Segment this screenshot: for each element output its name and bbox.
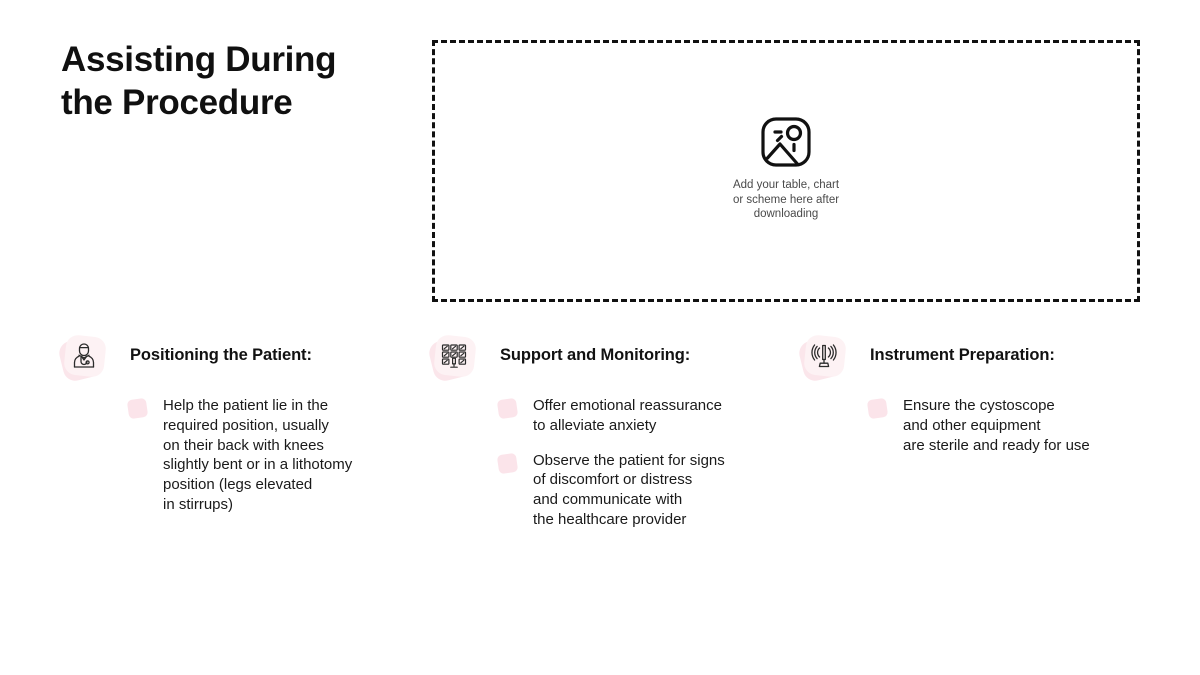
chart-placeholder-frame[interactable]: Add your table, chart or scheme here aft… [432, 40, 1140, 302]
list-item-text: Ensure the cystoscope and other equipmen… [903, 397, 1090, 454]
column-header: Positioning the Patient: [56, 334, 438, 384]
list-item: Offer emotional reassurance to alleviate… [496, 396, 808, 436]
list-item: Observe the patient for signs of discomf… [496, 451, 808, 530]
instrument-icon [796, 334, 848, 384]
list-item: Ensure the cystoscope and other equipmen… [866, 396, 1178, 455]
list-item: Help the patient lie in the required pos… [126, 396, 438, 515]
column-header: Instrument Preparation: [796, 334, 1178, 384]
page-title: Assisting During the Procedure [61, 40, 337, 123]
list-item-text: Offer emotional reassurance to alleviate… [533, 397, 722, 434]
column-title: Instrument Preparation: [870, 346, 1055, 364]
bullet-marker-icon [496, 452, 519, 474]
placeholder-caption: Add your table, chart or scheme here aft… [732, 179, 840, 221]
column-header: Support and Monitoring: [426, 334, 808, 384]
bullet-marker-icon [866, 397, 889, 420]
bullet-marker-icon [126, 397, 149, 420]
content-columns: Positioning the Patient: Help the patien… [0, 334, 1200, 574]
column-instrument-preparation: Instrument Preparation: Ensure the cysto… [796, 334, 1178, 454]
bullet-list: Offer emotional reassurance to alleviate… [496, 396, 808, 545]
column-support-and-monitoring: Support and Monitoring: Offer emotional … [426, 334, 808, 528]
monitor-grid-icon [426, 334, 478, 384]
list-item-text: Help the patient lie in the required pos… [163, 397, 353, 513]
bullet-list: Help the patient lie in the required pos… [126, 396, 438, 530]
list-item-text: Observe the patient for signs of discomf… [533, 451, 725, 528]
bullet-list: Ensure the cystoscope and other equipmen… [866, 396, 1178, 470]
column-positioning-the-patient: Positioning the Patient: Help the patien… [56, 334, 438, 513]
column-title: Positioning the Patient: [130, 346, 312, 364]
column-title: Support and Monitoring: [500, 346, 691, 364]
image-placeholder-icon [759, 115, 813, 169]
placeholder-content: Add your table, chart or scheme here aft… [435, 115, 1137, 222]
bullet-marker-icon [496, 397, 519, 420]
doctor-icon [56, 334, 108, 384]
